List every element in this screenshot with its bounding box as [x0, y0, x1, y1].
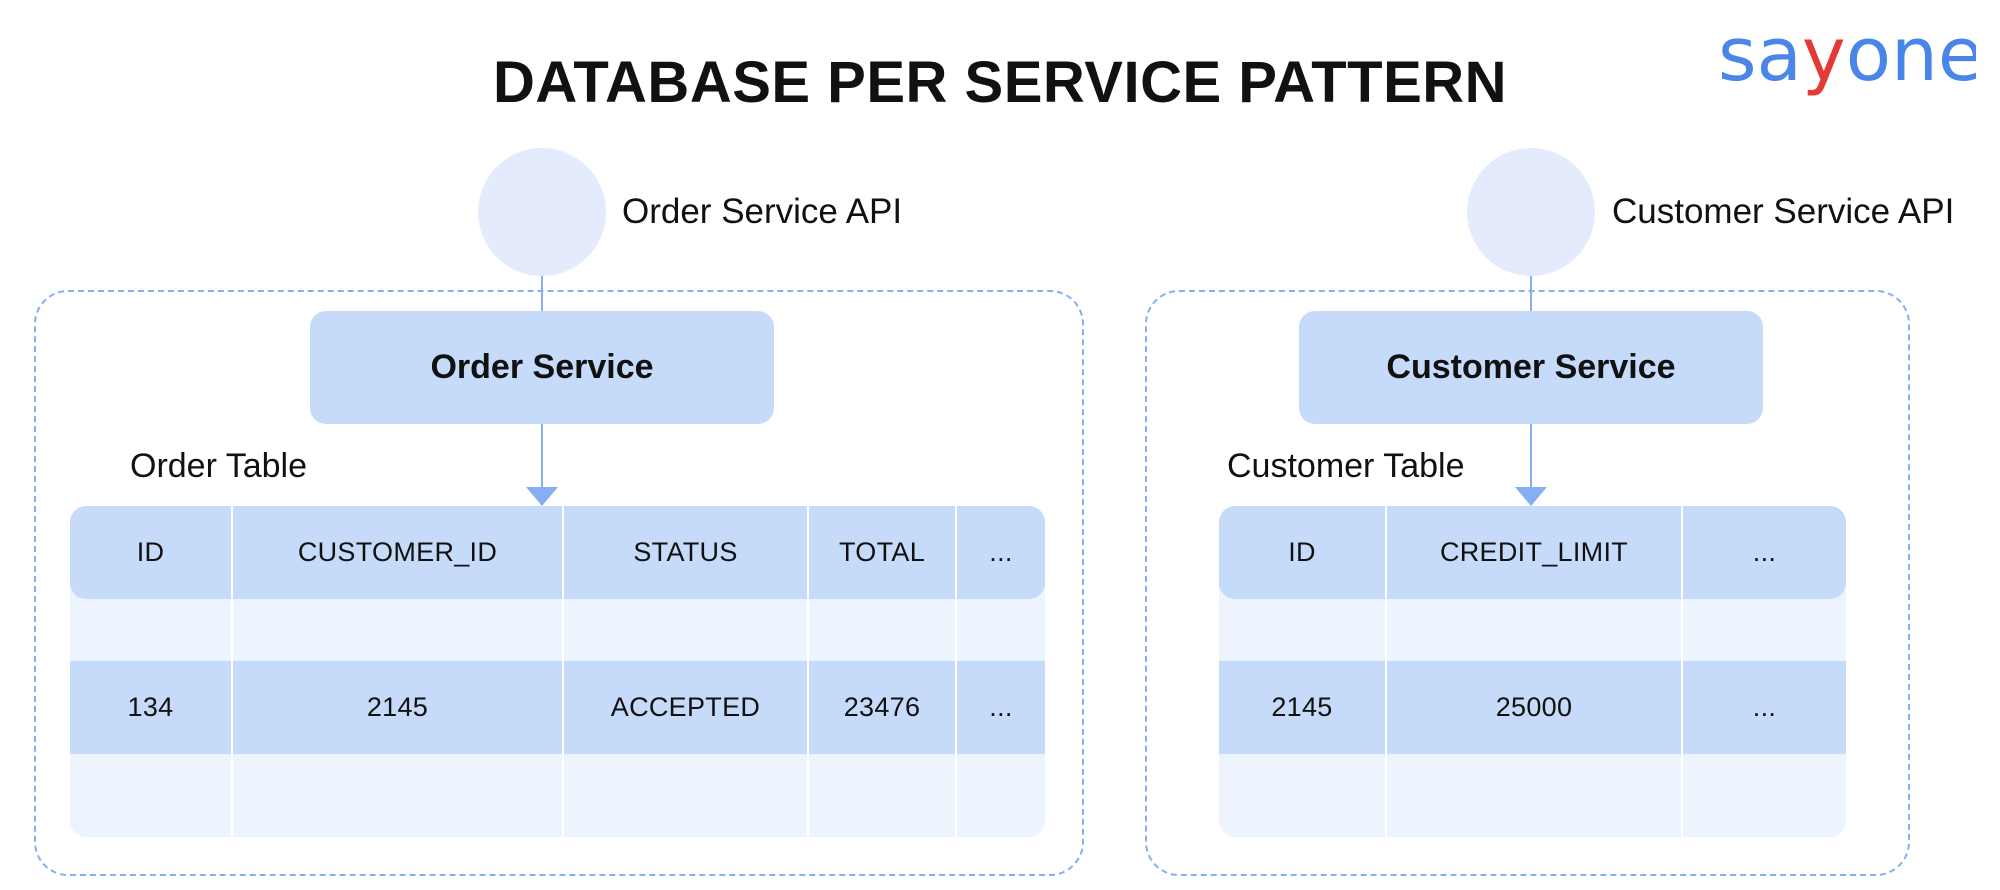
- order-service-api-node: [478, 148, 606, 276]
- table-cell: [1387, 599, 1683, 661]
- table-cell: [809, 754, 957, 837]
- table-cell: [233, 599, 564, 661]
- logo-text-left: sa: [1718, 18, 1802, 98]
- table-cell: [564, 754, 809, 837]
- order-cell-status: ACCEPTED: [564, 661, 809, 754]
- customer-col-id: ID: [1219, 506, 1387, 599]
- order-api-connector: [541, 276, 543, 311]
- order-col-customer-id: CUSTOMER_ID: [233, 506, 564, 599]
- customer-col-more: ...: [1752, 537, 1777, 567]
- table-cell: [1683, 754, 1846, 837]
- order-cell-total: 23476: [809, 661, 957, 754]
- table-cell: [809, 599, 957, 661]
- sayone-logo: sayone: [1718, 18, 1976, 98]
- table-cell: [957, 754, 1045, 837]
- customer-api-connector: [1530, 276, 1532, 311]
- customer-db-arrowhead: [1515, 487, 1547, 506]
- table-cell: [233, 754, 564, 837]
- table-cell: [957, 599, 1045, 661]
- order-cell-customer-id: 2145: [233, 661, 564, 754]
- customer-table-label: Customer Table: [1227, 447, 1465, 485]
- customer-table-empty-row: [1219, 754, 1846, 837]
- table-cell: [70, 599, 233, 661]
- customer-table: ID CREDIT_LIMIT ... 2145 25000 ...: [1219, 506, 1846, 837]
- order-db-arrowhead: [526, 487, 558, 506]
- table-cell: [564, 599, 809, 661]
- customer-table-empty-row: [1219, 599, 1846, 661]
- order-db-connector: [541, 424, 543, 488]
- order-service-box: Order Service: [310, 311, 774, 424]
- order-table-empty-row: [70, 754, 1045, 837]
- customer-cell-more: ...: [1752, 692, 1777, 722]
- customer-service-api-node: [1467, 148, 1595, 276]
- customer-cell-credit-limit: 25000: [1387, 661, 1683, 754]
- table-cell: [1683, 599, 1846, 661]
- order-cell-more: ...: [989, 692, 1013, 722]
- table-cell: [70, 754, 233, 837]
- order-table-label: Order Table: [130, 447, 308, 485]
- diagram-title: DATABASE PER SERVICE PATTERN: [492, 50, 1508, 115]
- order-service-api-label: Order Service API: [622, 192, 903, 231]
- order-table-header-row: ID CUSTOMER_ID STATUS TOTAL ...: [70, 506, 1045, 599]
- order-table: ID CUSTOMER_ID STATUS TOTAL ... 134 2145…: [70, 506, 1045, 837]
- customer-service-box: Customer Service: [1299, 311, 1763, 424]
- order-col-id: ID: [70, 506, 233, 599]
- svg-text:sayone: sayone: [1718, 18, 1976, 98]
- order-service-boundary: [34, 290, 1084, 876]
- logo-text-mid: y: [1802, 18, 1846, 98]
- customer-cell-id: 2145: [1219, 661, 1387, 754]
- order-table-data-row: 134 2145 ACCEPTED 23476 ...: [70, 661, 1045, 754]
- order-col-total: TOTAL: [809, 506, 957, 599]
- customer-service-api-label: Customer Service API: [1612, 192, 1955, 231]
- logo-text-right: one: [1846, 18, 1976, 98]
- customer-table-header-row: ID CREDIT_LIMIT ...: [1219, 506, 1846, 599]
- customer-db-connector: [1530, 424, 1532, 488]
- order-table-empty-row: [70, 599, 1045, 661]
- table-cell: [1219, 599, 1387, 661]
- customer-service-boundary: [1145, 290, 1910, 876]
- order-cell-id: 134: [70, 661, 233, 754]
- table-cell: [1387, 754, 1683, 837]
- customer-table-data-row: 2145 25000 ...: [1219, 661, 1846, 754]
- order-col-more: ...: [989, 537, 1013, 567]
- table-cell: [1219, 754, 1387, 837]
- order-col-status: STATUS: [564, 506, 809, 599]
- customer-col-credit-limit: CREDIT_LIMIT: [1387, 506, 1683, 599]
